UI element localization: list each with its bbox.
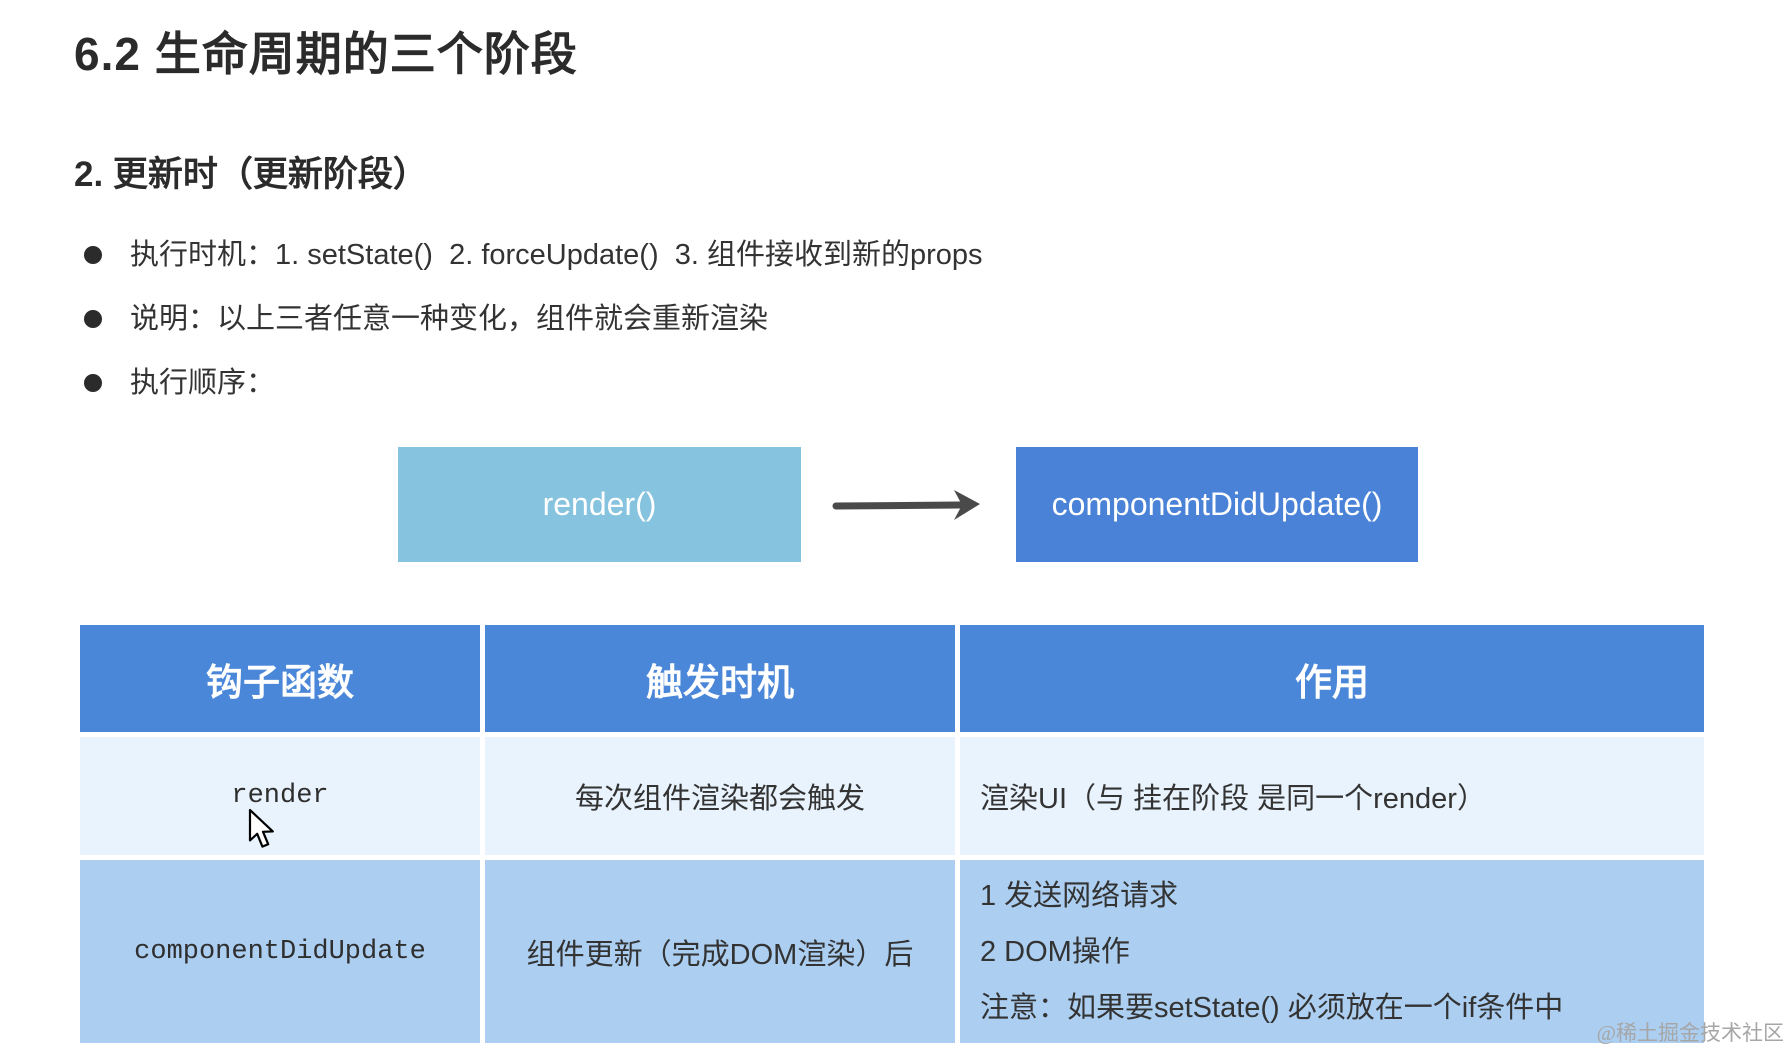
arrow-right-icon <box>822 478 994 537</box>
bullet-text: 执行时机：1. setState() 2. forceUpdate() 3. 组… <box>130 239 983 271</box>
bullet-icon <box>84 310 102 328</box>
list-item: 说明：以上三者任意一种变化，组件就会重新渲染 <box>84 300 983 338</box>
bullet-icon <box>84 246 102 264</box>
effect-line: 2 DOM操作 <box>980 935 1130 968</box>
bullet-list: 执行时机：1. setState() 2. forceUpdate() 3. 组… <box>84 236 983 428</box>
bullet-text: 执行顺序： <box>130 367 276 399</box>
table-cell-timing: 每次组件渲染都会触发 <box>485 737 955 855</box>
table-cell-effect: 1 发送网络请求 2 DOM操作 注意：如果要setState() 必须放在一个… <box>960 860 1704 1043</box>
table-header-timing: 触发时机 <box>485 625 955 732</box>
table-cell-hook: componentDidUpdate <box>80 860 480 1043</box>
page-title: 6.2 生命周期的三个阶段 <box>74 28 578 80</box>
effect-lines: 1 发送网络请求 2 DOM操作 注意：如果要setState() 必须放在一个… <box>980 868 1563 1036</box>
flow-node-render: render() <box>398 447 801 562</box>
list-item: 执行顺序： <box>84 364 983 402</box>
table-header-hook: 钩子函数 <box>80 625 480 732</box>
table-cell-effect: 渲染UI（与 挂在阶段 是同一个render） <box>960 737 1704 855</box>
bullet-text: 说明：以上三者任意一种变化，组件就会重新渲染 <box>130 303 769 335</box>
bullet-icon <box>84 374 102 392</box>
mouse-cursor-icon <box>248 808 278 855</box>
list-item: 执行时机：1. setState() 2. forceUpdate() 3. 组… <box>84 236 983 274</box>
flow-node-componentDidUpdate: componentDidUpdate() <box>1016 447 1418 562</box>
table-cell-hook: render <box>80 737 480 855</box>
table-header-effect: 作用 <box>960 625 1704 732</box>
effect-line: 1 发送网络请求 <box>980 879 1179 912</box>
section-heading: 2. 更新时（更新阶段） <box>74 155 428 194</box>
table-cell-timing: 组件更新（完成DOM渲染）后 <box>485 860 955 1043</box>
hooks-table: 钩子函数 触发时机 作用 render 每次组件渲染都会触发 渲染UI（与 挂在… <box>80 625 1704 1043</box>
watermark: @稀土掘金技术社区 <box>1596 1021 1784 1045</box>
effect-line: 注意：如果要setState() 必须放在一个if条件中 <box>980 991 1564 1024</box>
